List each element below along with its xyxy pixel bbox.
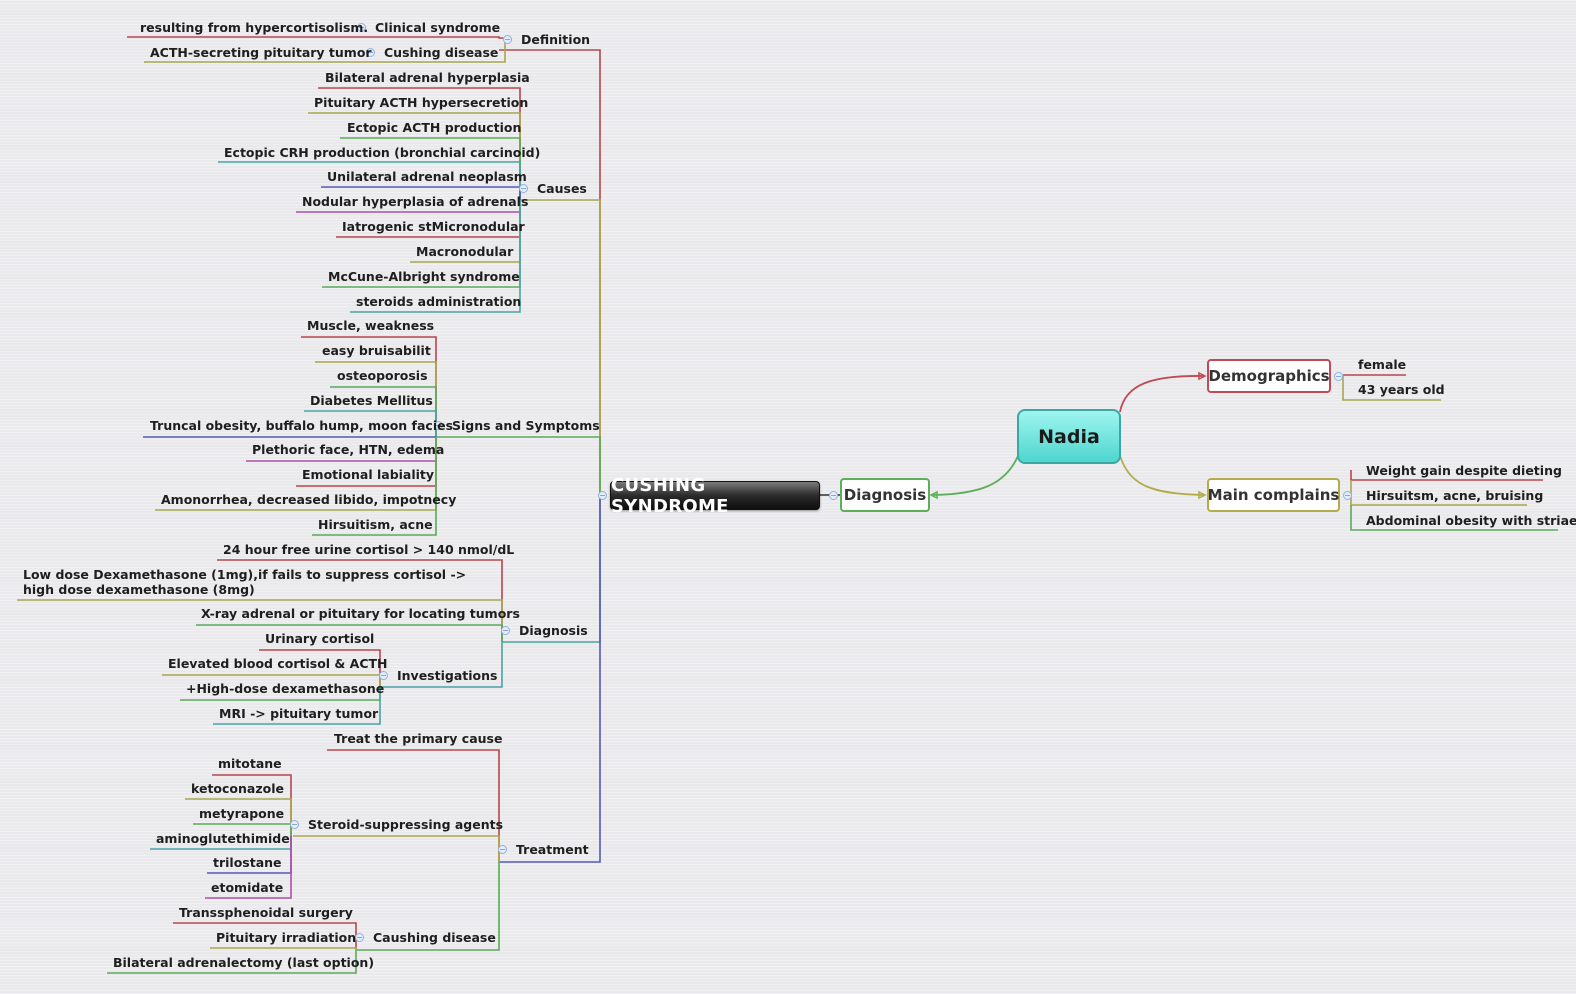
diagnosis-item: X-ray adrenal or pituitary for locating … — [201, 606, 520, 621]
caushing-item: Bilateral adrenalectomy (last option) — [113, 955, 375, 970]
demographics-node[interactable]: Demographics — [1207, 359, 1331, 393]
arrow-complaints — [1198, 490, 1207, 500]
branch-caushing-disease[interactable]: Caushing disease — [373, 930, 496, 945]
collapse-toggle-diagnosis[interactable] — [501, 626, 510, 635]
branch-diagnosis[interactable]: Diagnosis — [519, 623, 588, 638]
cause-item: Iatrogenic stMicronodular — [342, 219, 525, 234]
sign-item: Truncal obesity, buffalo hump, moon faci… — [150, 418, 454, 433]
agent-item: metyrapone — [199, 806, 285, 821]
central-topic-cushing-syndrome[interactable]: CUSHING SYNDROME — [610, 475, 820, 517]
complaint-item: Hirsuitsm, acne, bruising — [1366, 488, 1544, 503]
link-root-demographics — [1119, 375, 1206, 413]
cause-item: Nodular hyperplasia of adrenals — [302, 194, 529, 209]
complaint-item: Abdominal obesity with striae — [1366, 513, 1576, 528]
sign-item: Emotional labiality — [302, 467, 435, 482]
demographics-item: 43 years old — [1358, 382, 1445, 397]
arrow-demographics — [1198, 371, 1207, 381]
caushing-item: Transsphenoidal surgery — [179, 905, 353, 920]
agent-item: aminoglutethimide — [156, 831, 290, 846]
diagnosis-node[interactable]: Diagnosis — [840, 478, 930, 512]
complaint-item: Weight gain despite dieting — [1366, 463, 1562, 478]
trunk-signs — [437, 436, 601, 495]
tx-primary — [327, 749, 500, 862]
branch-treatment[interactable]: Treatment — [516, 842, 589, 857]
agent-item: trilostane — [213, 855, 282, 870]
investigation-item: Elevated blood cortisol & ACTH — [168, 656, 388, 671]
collapse-toggle-cushing-disease[interactable] — [366, 48, 375, 57]
demographics-item: female — [1358, 357, 1407, 372]
diagnosis-item: 24 hour free urine cortisol > 140 nmol/d… — [223, 542, 515, 557]
cause-item: Ectopic CRH production (bronchial carcin… — [224, 145, 541, 160]
collapse-toggle-diagnosis-node[interactable] — [829, 491, 838, 500]
main-complains-node[interactable]: Main complains — [1207, 478, 1340, 512]
sign-item: Plethoric face, HTN, edema — [252, 442, 445, 457]
diagnosis-item: Low dose Dexamethasone (1mg),if fails to… — [23, 567, 467, 597]
collapse-toggle-agents[interactable] — [290, 820, 299, 829]
sign-item: Muscle, weakness — [307, 318, 435, 333]
caushing-item: Pituitary irradiation — [216, 930, 357, 945]
link-root-diagnosis — [932, 455, 1019, 496]
definition-clinical-syndrome[interactable]: Clinical syndrome — [375, 20, 501, 35]
cause-item: McCune-Albright syndrome — [328, 269, 520, 284]
collapse-toggle-causes[interactable] — [519, 184, 528, 193]
caushing-link — [210, 947, 357, 950]
cushing-disease-detail: ACTH-secreting pituitary tumor — [150, 45, 372, 60]
branch-steroid-suppressing-agents[interactable]: Steroid-suppressing agents — [308, 817, 504, 832]
link-root-complaints — [1119, 455, 1206, 496]
sign-item: easy bruisabilit — [322, 343, 431, 358]
agent-item: mitotane — [218, 756, 282, 771]
collapse-toggle-definition[interactable] — [503, 35, 512, 44]
investigation-item: Urinary cortisol — [265, 631, 375, 646]
cause-item: Macronodular — [416, 244, 514, 259]
branch-definition[interactable]: Definition — [521, 32, 591, 47]
tx-agents — [293, 835, 500, 862]
branch-causes[interactable]: Causes — [537, 181, 587, 196]
sign-item: Hirsuitism, acne — [318, 517, 433, 532]
collapse-toggle-signs[interactable] — [434, 421, 443, 430]
root-node[interactable]: Nadia — [1017, 409, 1121, 464]
collapse-toggle-central-topic[interactable] — [598, 491, 607, 500]
cause-item: Unilateral adrenal neoplasm — [327, 169, 527, 184]
clinical-syndrome-detail: resulting from hypercortisolism. — [140, 20, 369, 35]
def-clinical — [127, 36, 503, 39]
definition-cushing-disease[interactable]: Cushing disease — [384, 45, 499, 60]
sign-item: Diabetes Mellitus — [310, 393, 433, 408]
trunk-causes — [520, 199, 601, 495]
agent-item: etomidate — [211, 880, 284, 895]
cause-item: Bilateral adrenal hyperplasia — [325, 70, 530, 85]
treatment-primary-cause: Treat the primary cause — [334, 731, 503, 746]
investigation-item: +High-dose dexamethasone — [186, 681, 385, 696]
sign-item: Amonorrhea, decreased libido, impotnecy — [161, 492, 457, 507]
collapse-toggle-treatment[interactable] — [498, 845, 507, 854]
collapse-toggle-clinical-syndrome[interactable] — [357, 23, 366, 32]
collapse-toggle-demographics[interactable] — [1334, 372, 1343, 381]
investigation-item: MRI -> pituitary tumor — [219, 706, 379, 721]
collapse-toggle-investigations[interactable] — [379, 671, 388, 680]
arrow-diagnosis — [929, 490, 938, 500]
collapse-toggle-caushing[interactable] — [355, 933, 364, 942]
collapse-toggle-complaints[interactable] — [1343, 491, 1352, 500]
cause-item: Ectopic ACTH production — [347, 120, 522, 135]
sign-item: osteoporosis — [337, 368, 428, 383]
cause-item: Pituitary ACTH hypersecretion — [314, 95, 529, 110]
cause-item: steroids administration — [356, 294, 522, 309]
agent-item: ketoconazole — [191, 781, 284, 796]
branch-investigations[interactable]: Investigations — [397, 668, 498, 683]
branch-signs-and-symptoms[interactable]: Signs and Symptoms — [452, 418, 600, 433]
